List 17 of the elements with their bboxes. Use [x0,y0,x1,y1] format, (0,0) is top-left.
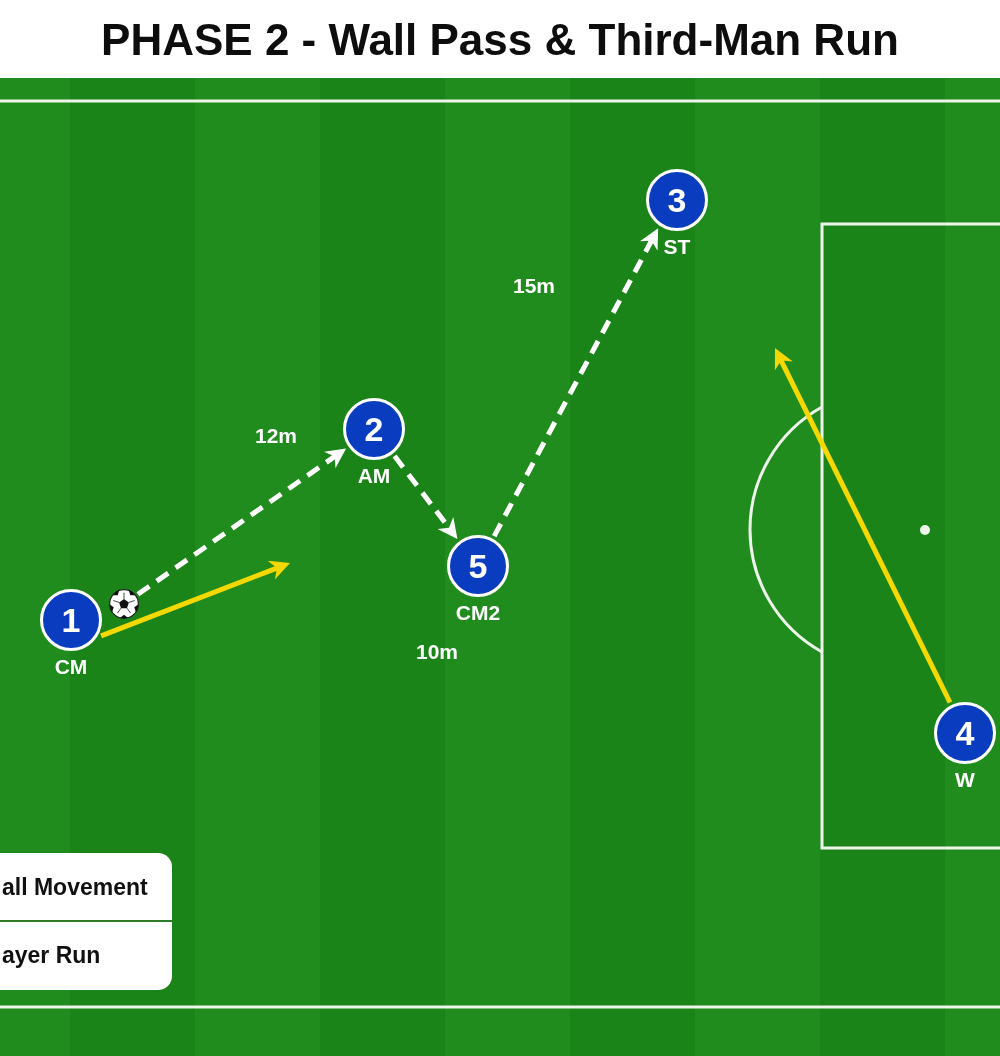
position-label: W [955,768,975,792]
position-label: CM2 [455,601,501,625]
title: PHASE 2 - Wall Pass & Third-Man Run [101,14,899,66]
distance-label: 10m [416,640,458,664]
dashed-arrow [492,228,659,538]
legend-label: all Movement [2,874,148,900]
dashed-arrow [136,448,347,597]
position-label: CM [54,655,88,679]
arrow [774,348,953,704]
arrow [100,560,290,639]
soccer-ball-icon [109,589,139,619]
distance-label: 12m [255,424,297,448]
legend-label: ayer Run [2,942,101,968]
position-label: AM [357,464,391,488]
position-label: ST [663,235,691,259]
distance-label: 15m [513,274,555,298]
dashed-arrow [392,454,458,539]
